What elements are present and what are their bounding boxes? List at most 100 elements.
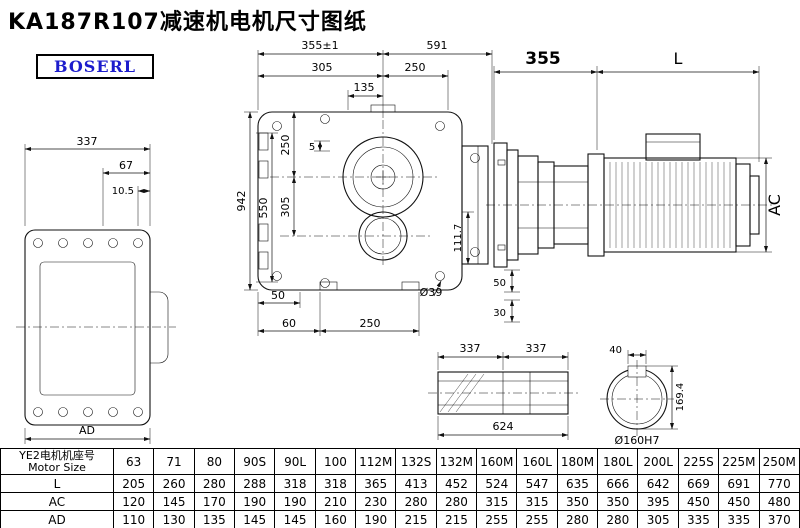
dim-side-L: L [674, 49, 683, 68]
table-cell: 480 [758, 492, 800, 511]
column-header: 200L [637, 448, 679, 475]
table-cell: 305 [637, 510, 679, 528]
dim-front-50-right: 50 [493, 278, 506, 289]
dim-front-305: 305 [312, 61, 333, 74]
table-header-row: YE2电机机座号 Motor Size 63 71 80 90S 90L 100… [0, 448, 800, 475]
table-row-AC: AC 120 145 170 190 190 210 230 280 280 3… [0, 492, 800, 511]
motor-size-header: YE2电机机座号 Motor Size [0, 448, 114, 475]
table-cell: 547 [516, 474, 558, 493]
table-cell: 160 [314, 510, 357, 528]
column-header: 90S [234, 448, 276, 475]
dim-shaft-337-b: 337 [526, 342, 547, 355]
side-view: 355 L AC [486, 49, 784, 268]
column-header: 132M [435, 448, 478, 475]
table-cell: 190 [234, 492, 276, 511]
column-header: 132S [395, 448, 437, 475]
left-view-bolt-holes [33, 238, 143, 417]
table-cell: 370 [758, 510, 800, 528]
brand-logo: BOSERL [36, 54, 155, 79]
row-label-L: L [0, 474, 114, 493]
table-cell: 642 [637, 474, 679, 493]
column-header: 63 [112, 448, 155, 475]
table-cell: 280 [193, 474, 236, 493]
table-cell: 190 [274, 492, 316, 511]
table-cell: 335 [718, 510, 760, 528]
table-cell: 145 [234, 510, 276, 528]
column-header: 112M [355, 448, 397, 475]
motor-size-table: YE2电机机座号 Motor Size 63 71 80 90S 90L 100… [0, 448, 800, 528]
row-label-AD: AD [0, 510, 114, 528]
table-row-L: L 205 260 280 288 318 318 365 413 452 52… [0, 474, 800, 493]
table-cell: 260 [153, 474, 195, 493]
dim-left-337: 337 [77, 135, 98, 148]
dim-front-591: 591 [427, 39, 448, 52]
dim-shaft-337-a: 337 [460, 342, 481, 355]
brand-logo-text: BOSERL [54, 57, 137, 76]
column-header: 250M [758, 448, 800, 475]
table-cell: 666 [597, 474, 639, 493]
table-cell: 452 [435, 474, 478, 493]
table-cell: 315 [516, 492, 558, 511]
dim-front-60: 60 [282, 317, 296, 330]
dim-left-ad: AD [79, 424, 95, 437]
table-cell: 280 [395, 492, 437, 511]
column-header: 100 [314, 448, 357, 475]
table-cell: 335 [677, 510, 720, 528]
dim-shaft-624: 624 [493, 420, 514, 433]
table-cell: 318 [274, 474, 316, 493]
bore-view: 40 169.4 Ø160H7 [600, 345, 686, 447]
column-header: 225S [677, 448, 720, 475]
motor-size-header-cn: YE2电机机座号 [19, 448, 95, 462]
column-header: 180M [556, 448, 599, 475]
table-cell: 215 [435, 510, 478, 528]
dim-front-50-left: 50 [271, 289, 285, 302]
column-header: 160L [516, 448, 558, 475]
table-cell: 205 [112, 474, 155, 493]
front-view: 355±1 591 305 250 135 942 550 250 305 [235, 39, 520, 336]
table-cell: 395 [637, 492, 679, 511]
dim-front-111-7: 111.7 [453, 224, 464, 253]
dim-left-67: 67 [119, 159, 133, 172]
table-cell: 135 [193, 510, 236, 528]
dim-side-355: 355 [525, 49, 561, 69]
table-cell: 280 [435, 492, 478, 511]
dim-bore-169-4: 169.4 [675, 383, 686, 412]
row-label-AC: AC [0, 492, 114, 511]
column-header: 90L [274, 448, 316, 475]
dim-front-305-v: 305 [279, 197, 292, 218]
dim-front-942: 942 [235, 191, 248, 212]
table-cell: 635 [556, 474, 599, 493]
table-cell: 413 [395, 474, 437, 493]
table-cell: 450 [677, 492, 720, 511]
column-header: 80 [193, 448, 236, 475]
dim-front-250-v: 250 [279, 135, 292, 156]
column-header: 71 [153, 448, 195, 475]
table-cell: 350 [556, 492, 599, 511]
table-cell: 315 [476, 492, 518, 511]
dim-front-5: 5 [309, 142, 315, 153]
table-cell: 365 [355, 474, 397, 493]
terminal-box [645, 133, 701, 161]
table-cell: 450 [718, 492, 760, 511]
table-cell: 170 [193, 492, 236, 511]
dim-front-250-bottom: 250 [360, 317, 381, 330]
dim-bore-40: 40 [609, 345, 622, 356]
table-cell: 110 [112, 510, 155, 528]
table-cell: 190 [355, 510, 397, 528]
dim-front-30: 30 [493, 308, 506, 319]
dim-side-AC: AC [765, 194, 784, 216]
table-cell: 120 [112, 492, 155, 511]
table-cell: 350 [597, 492, 639, 511]
table-cell: 288 [234, 474, 276, 493]
table-cell: 145 [153, 492, 195, 511]
table-cell: 691 [718, 474, 760, 493]
table-cell: 215 [395, 510, 437, 528]
table-cell: 230 [355, 492, 397, 511]
dim-left-10-5: 10.5 [112, 186, 134, 197]
front-view-bolt-holes [272, 114, 480, 288]
table-cell: 130 [153, 510, 195, 528]
column-header: 180L [597, 448, 639, 475]
dim-front-355: 355±1 [301, 39, 338, 52]
shaft-view: 337 337 624 [428, 342, 578, 440]
